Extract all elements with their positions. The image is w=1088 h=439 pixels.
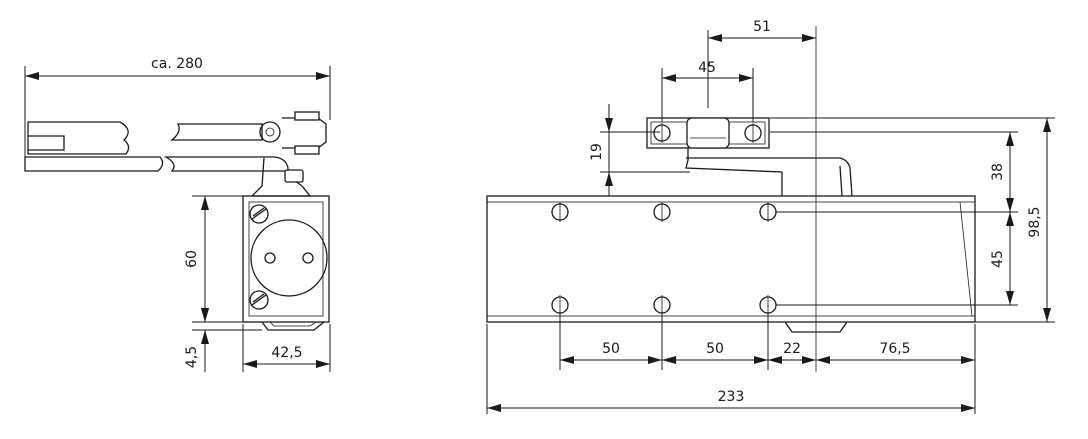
body-hole-top-3 <box>759 202 777 222</box>
bracket-hole-left <box>653 123 671 143</box>
label-hole-spacing-vertical: 45 <box>990 250 1006 268</box>
body-hole-top-2 <box>653 202 671 222</box>
cover-hole-left <box>264 252 276 264</box>
arm-lower-left <box>24 156 164 172</box>
screw-bottom <box>249 290 269 310</box>
dim-right-extensions <box>770 117 1055 323</box>
stem-nut <box>284 169 304 183</box>
label-side-depth: 42,5 <box>271 345 302 361</box>
arm-upper-left <box>27 121 130 155</box>
label-axis-offset: 22 <box>783 341 801 357</box>
closer-foot-inner <box>269 321 317 327</box>
label-axis-to-end: 76,5 <box>879 341 910 357</box>
dim-arm-length: ca. 280 <box>24 56 331 158</box>
arm-lower-right <box>163 156 289 177</box>
arm-clamp-cap-bottom <box>294 145 320 155</box>
label-bracket-height: 19 <box>589 143 605 161</box>
bracket-hole-right <box>744 123 762 143</box>
closer-body-front-inner <box>486 201 976 317</box>
closer-foot <box>261 321 325 331</box>
label-bracket-offset: 51 <box>753 19 771 35</box>
label-side-height: 60 <box>184 250 200 268</box>
bracket-clamp <box>686 117 730 149</box>
arm-upper-right <box>170 123 263 141</box>
side-view <box>24 111 330 331</box>
label-bracket-width: 45 <box>698 60 716 76</box>
label-hole-spacing-2: 50 <box>706 341 724 357</box>
label-side-offset: 4,5 <box>184 346 200 368</box>
front-stem <box>685 148 783 196</box>
cover-disc <box>250 219 328 297</box>
dim-bottom-chain: 50 50 22 76,5 <box>486 312 976 414</box>
closer-body-side <box>242 195 330 323</box>
arm-clamp-cap <box>294 111 320 121</box>
dim-side-depth: 42,5 <box>242 324 331 372</box>
closer-body-side-inner <box>248 201 324 317</box>
arm-pivot <box>259 121 281 143</box>
arm-upper-knuckle <box>28 135 65 151</box>
label-total-height: 98,5 <box>1027 206 1043 237</box>
front-view <box>486 26 976 372</box>
dim-bracket-width: 45 <box>661 60 754 122</box>
label-body-length: 233 <box>718 389 745 405</box>
cover-hole-right <box>302 252 314 264</box>
arm-pivot-inner <box>265 127 275 137</box>
dim-side-offset: 4,5 <box>184 300 262 372</box>
body-hole-top-1 <box>551 202 569 222</box>
dim-bracket-height: 19 <box>589 104 690 196</box>
label-arm-length: ca. 280 <box>151 56 203 72</box>
dim-total-height: 98,5 <box>1027 118 1051 322</box>
label-hole-to-top: 38 <box>990 163 1006 181</box>
screw-top <box>249 204 269 224</box>
arm-clamp <box>282 117 327 149</box>
front-arm <box>686 157 853 197</box>
dim-body-length: 233 <box>487 389 975 412</box>
dim-bracket-offset: 51 <box>707 19 816 108</box>
dim-side-height: 60 <box>184 195 245 323</box>
dim-hole-spacing-vertical: 45 <box>990 212 1014 305</box>
label-hole-spacing-1: 50 <box>602 341 620 357</box>
dim-hole-to-top: 38 <box>990 132 1014 212</box>
